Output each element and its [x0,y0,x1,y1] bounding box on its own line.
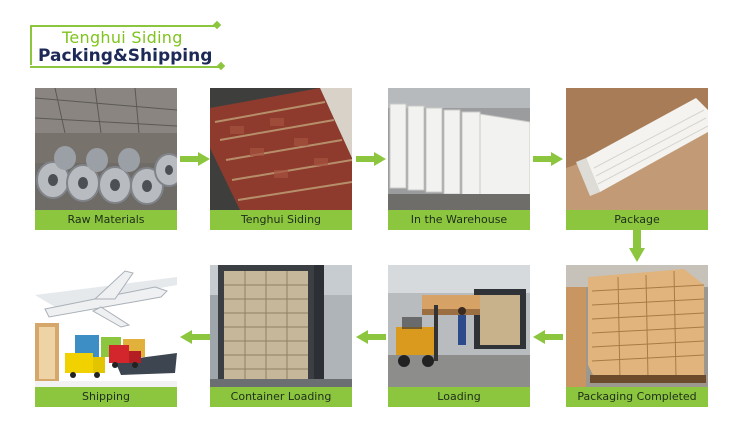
header: Tenghui Siding Packing&Shipping [0,0,750,80]
stacked-panels-photo [388,88,530,210]
plane-truck-ship-photo [35,265,177,387]
siding-panel-photo [210,88,352,210]
arrow-right-icon [180,152,210,166]
step-label: Container Loading [210,387,352,407]
step-label: Tenghui Siding [210,210,352,230]
step-label: Package [566,210,708,230]
step-container-loading: Container Loading [210,265,352,407]
steel-coils-photo [35,88,177,210]
header-left-line [30,25,32,65]
step-label: Raw Materials [35,210,177,230]
step-label: Packaging Completed [566,387,708,407]
step-raw-materials: Raw Materials [35,88,177,230]
step-label: Shipping [35,387,177,407]
arrow-right-icon [356,152,386,166]
header-top-line [30,25,216,27]
header-bottom-line [30,66,220,68]
arrow-left-icon [180,330,210,344]
step-label: Loading [388,387,530,407]
step-loading: Loading [388,265,530,407]
step-shipping: Shipping [35,265,177,407]
header-bottom-dot [216,61,226,71]
step-packaging-completed: Packaging Completed [566,265,708,407]
arrow-left-icon [356,330,386,344]
step-package: Package [566,88,708,230]
step-in-the-warehouse: In the Warehouse [388,88,530,230]
page-title: Packing&Shipping [38,46,213,66]
step-tenghui-siding: Tenghui Siding [210,88,352,230]
forklift-loading-photo [388,265,530,387]
step-label: In the Warehouse [388,210,530,230]
arrow-left-icon [533,330,563,344]
packed-panel-photo [566,88,708,210]
container-photo [210,265,352,387]
header-top-dot [212,20,222,30]
brand-name: Tenghui Siding [62,28,183,47]
arrow-down-icon [629,230,645,262]
arrow-right-icon [533,152,563,166]
boxes-pallet-photo [566,265,708,387]
